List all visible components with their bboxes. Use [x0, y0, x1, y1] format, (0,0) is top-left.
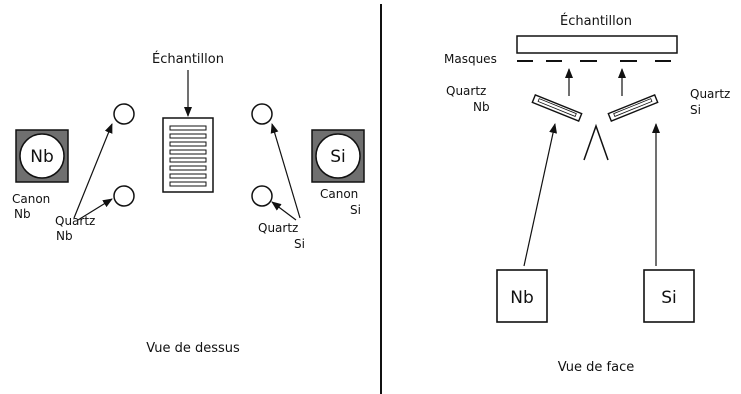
quartz-si-sensor-bottom: [251, 185, 273, 207]
quartz-nb-crystal: [531, 94, 583, 122]
quartz-nb-label-line1: Quartz: [55, 214, 95, 228]
sample-top-view: [162, 117, 214, 193]
quartz-nb-arrow-bottom: [77, 198, 113, 221]
quartz-si-label-line2: Si: [294, 237, 305, 251]
nb-source: [496, 269, 548, 323]
si-gun: Si: [311, 129, 365, 183]
quartz-si-arrow-top: [270, 123, 301, 219]
top-view-panel: Nb Canon Nb Quartz Nb Échantillon Q: [12, 51, 365, 356]
quartz-nb-sensor-top: [113, 103, 135, 125]
si-source-label: Si: [661, 288, 677, 308]
nb-source-label: Nb: [510, 288, 534, 308]
quartz-si-label-line2-front: Si: [690, 103, 701, 117]
quartz-si-sensor-top: [251, 103, 273, 125]
sample-front-view: [516, 35, 678, 54]
quartz-si-label-line1-front: Quartz: [690, 87, 730, 101]
canon-si-label-line1: Canon: [320, 187, 358, 201]
nb-gun-symbol: Nb: [30, 147, 54, 167]
quartz-nb-label-line2: Nb: [56, 229, 73, 243]
quartz-nb-label-line1-front: Quartz: [446, 84, 486, 98]
quartz-si-arrow-bottom: [271, 201, 297, 221]
canon-nb-label-line1: Canon: [12, 192, 50, 206]
sample-label-top-view: Échantillon: [152, 51, 224, 67]
source-separator: [583, 123, 609, 161]
si-source: [643, 269, 695, 323]
nb-gun: Nb: [15, 129, 69, 183]
quartz-si-label-line1: Quartz: [258, 221, 298, 235]
sample-label-front-view: Échantillon: [560, 13, 632, 29]
quartz-nb-arrow-top: [73, 123, 113, 219]
quartz-nb-sensor-bottom: [113, 185, 135, 207]
canon-nb-label-line2: Nb: [14, 207, 31, 221]
quartz-si-crystal: [607, 94, 659, 122]
canon-si-label-line2: Si: [350, 203, 361, 217]
front-view-caption: Vue de face: [558, 360, 634, 375]
quartz-nb-label-line2-front: Nb: [473, 100, 490, 114]
masks-label: Masques: [444, 52, 497, 66]
nb-beam-arrow: [523, 123, 557, 267]
front-view-panel: Échantillon Masques Quartz Nb Quartz Si: [444, 13, 730, 375]
top-view-caption: Vue de dessus: [146, 341, 240, 356]
si-gun-symbol: Si: [330, 147, 346, 167]
